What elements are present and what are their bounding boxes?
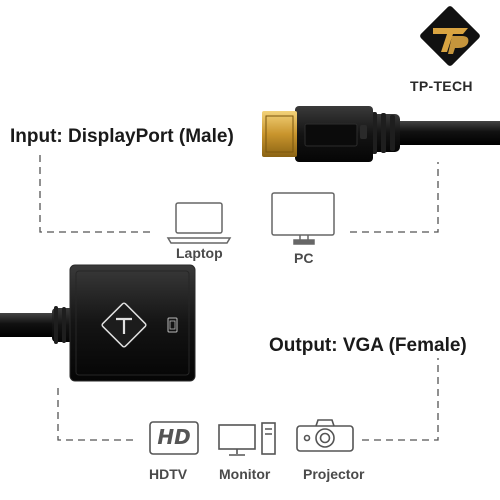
hdtv-icon-text: HD (157, 425, 191, 449)
device-label-projector: Projector (303, 466, 365, 482)
output-guide-left (57, 388, 138, 441)
monitor-icon (271, 192, 335, 245)
input-guide-lines (39, 155, 439, 233)
device-label-laptop: Laptop (176, 245, 223, 261)
input-heading: Input: DisplayPort (Male) (10, 126, 234, 147)
laptop-icon (166, 202, 232, 244)
device-label-monitor: Monitor (219, 466, 271, 482)
device-label-hdtv: HDTV (149, 466, 188, 482)
desktop-computer-icon (218, 422, 276, 456)
output-heading: Output: VGA (Female) (269, 335, 467, 356)
adapter-logo-icon (101, 302, 147, 348)
hdtv-icon (149, 421, 199, 455)
projector-icon (296, 419, 354, 452)
output-guide-lines (57, 358, 439, 441)
vga-adapter (0, 264, 196, 382)
output-guide-right (362, 358, 439, 441)
input-guide-left (39, 155, 155, 233)
input-guide-right (350, 162, 439, 233)
device-label-pc: PC (294, 250, 314, 266)
tp-logo-icon (420, 6, 480, 66)
brand-name: TP-TECH (410, 78, 473, 94)
displayport-cable (262, 106, 500, 162)
